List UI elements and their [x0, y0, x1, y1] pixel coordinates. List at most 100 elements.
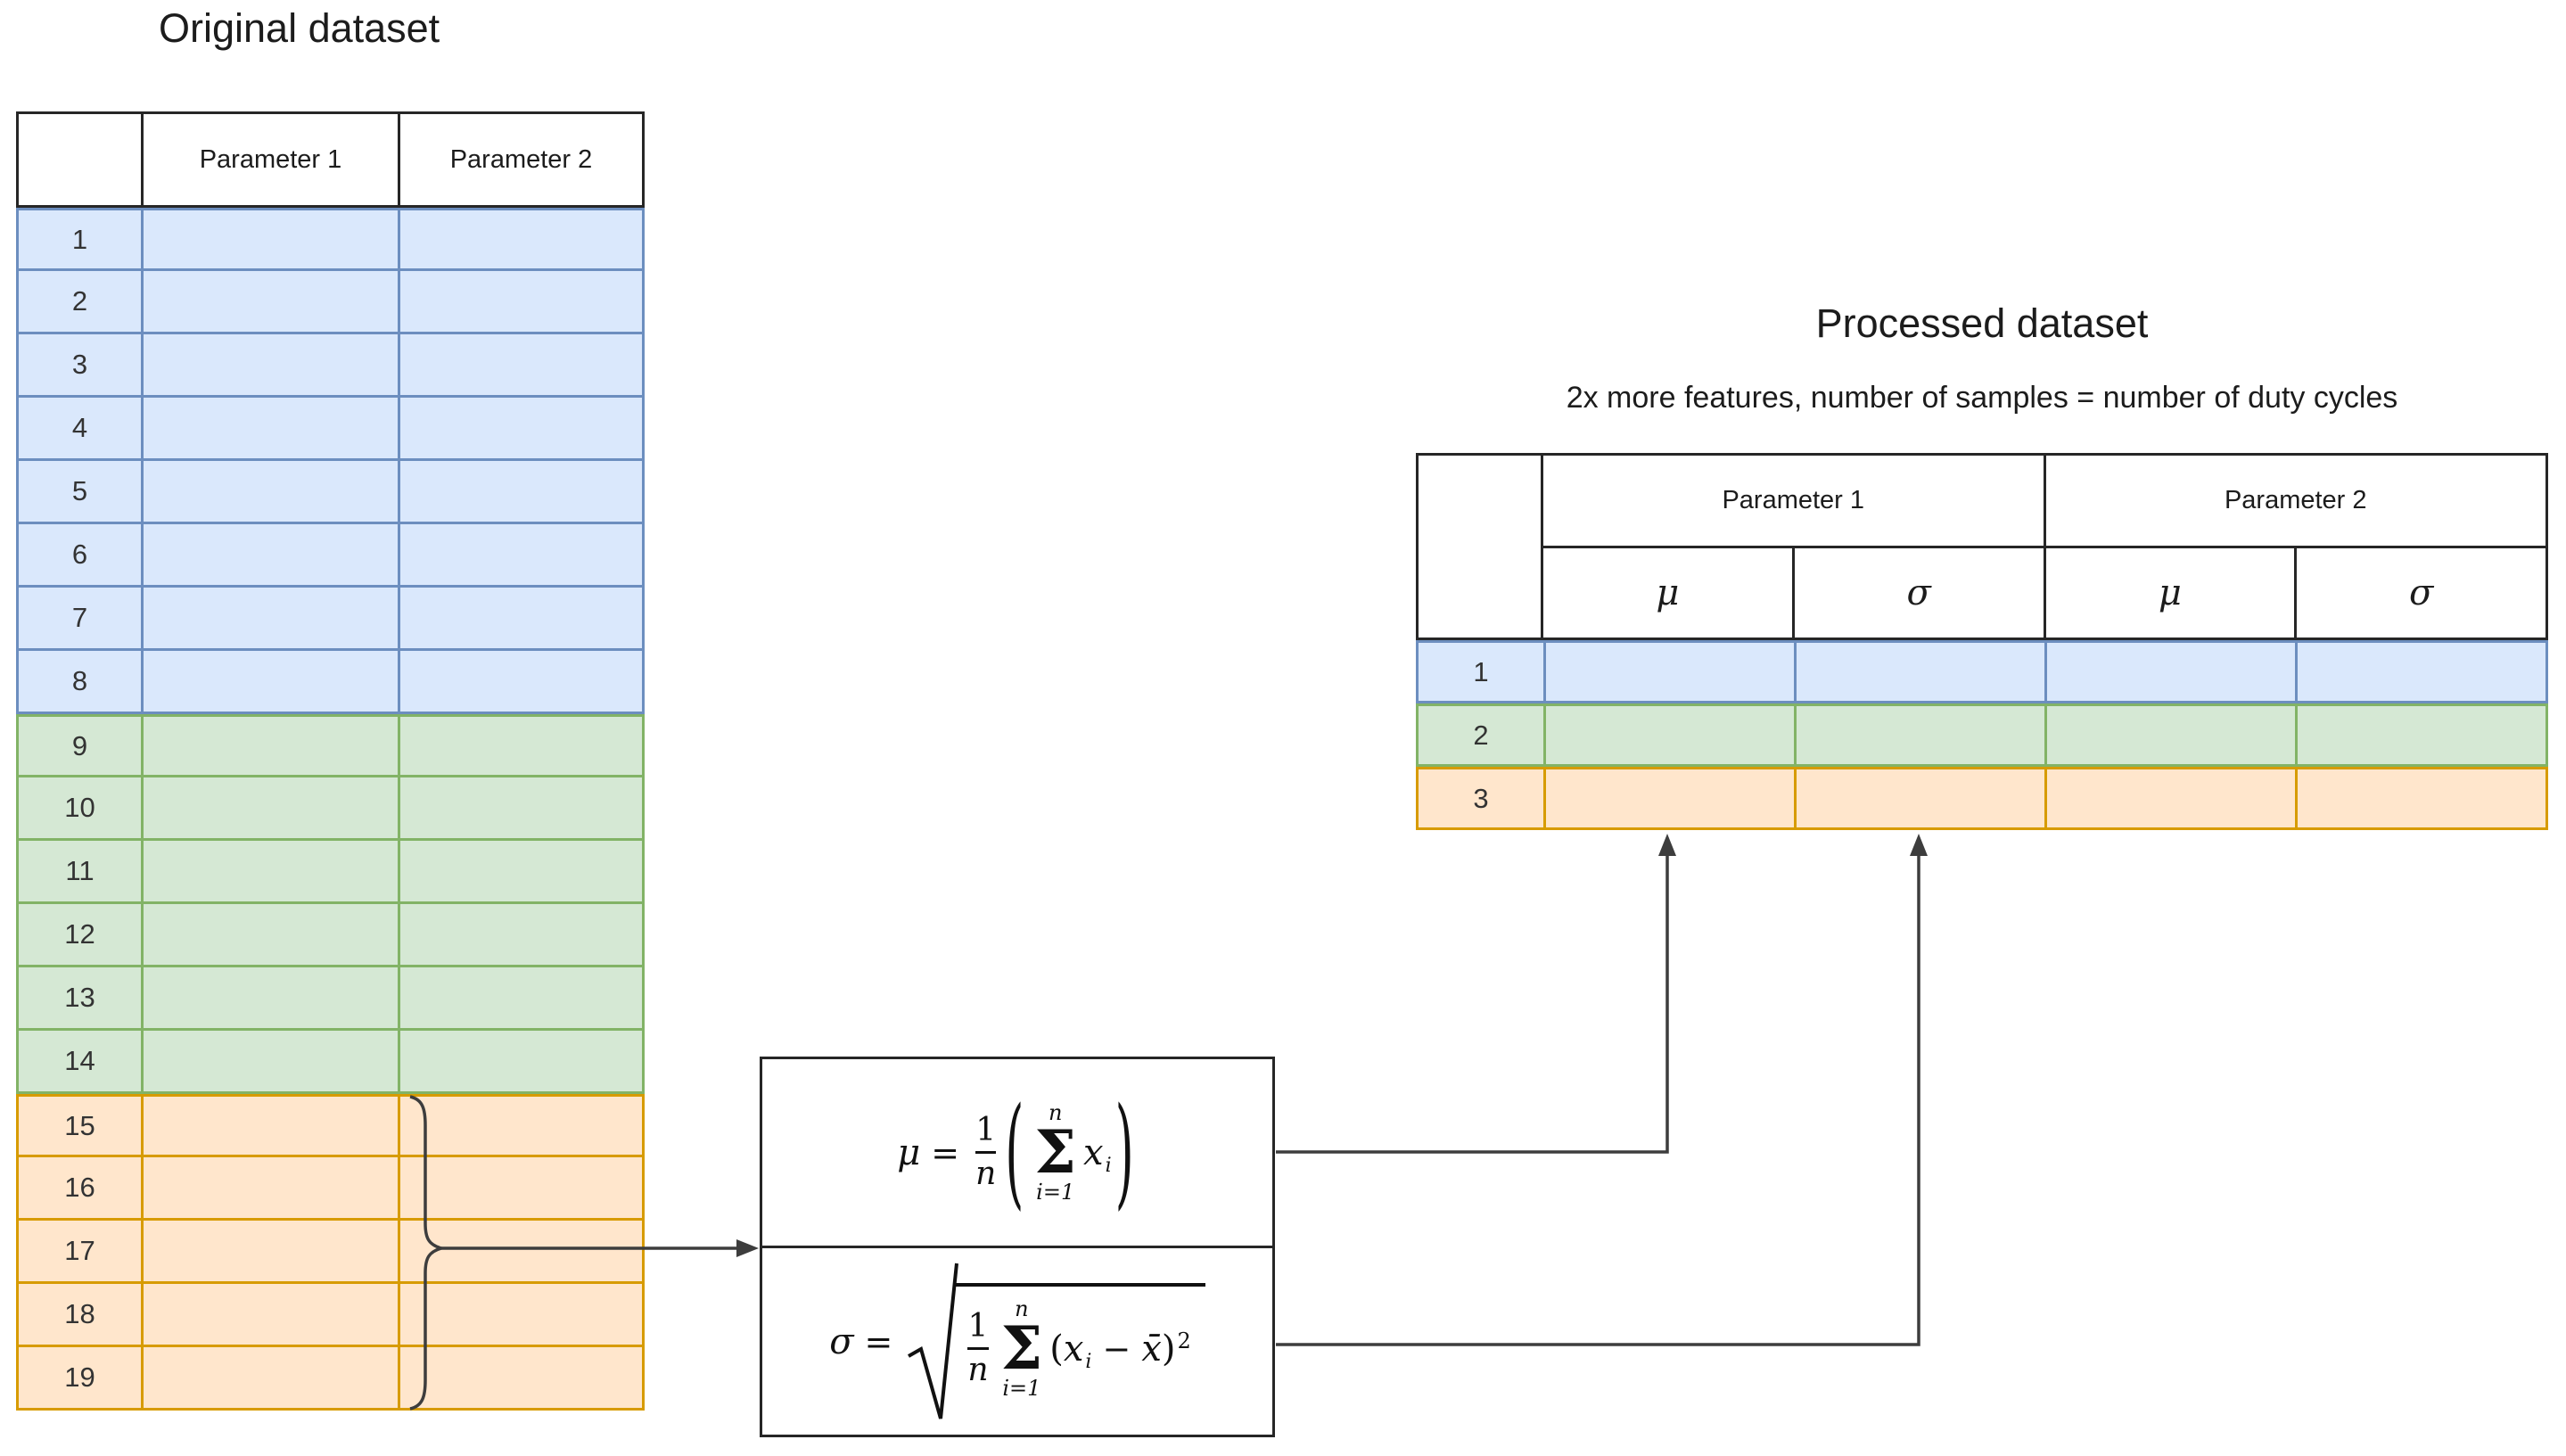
row-number: 16 — [64, 1172, 95, 1203]
table-row: 6 — [16, 524, 645, 588]
fraction-bar — [967, 1347, 989, 1350]
param1-cell — [141, 904, 398, 965]
param2-cell — [398, 777, 642, 838]
sigma-sum-symbol: Σ — [1034, 1117, 1077, 1188]
table-row: 13 — [16, 967, 645, 1031]
summation: n Σ i=1 — [1034, 1099, 1077, 1205]
processed-header-p1-mu: μ — [1656, 572, 1680, 613]
row-number: 9 — [71, 729, 88, 761]
param1-cell — [141, 210, 398, 268]
processed-table-header: Parameter 1 Parameter 2 μ σ μ σ — [1416, 453, 2548, 640]
param1-cell — [141, 588, 398, 648]
processed-table: Parameter 1 Parameter 2 μ σ μ σ 1 2 3 — [1416, 453, 2548, 830]
param2-cell — [398, 1347, 642, 1408]
p2-sigma-cell — [2295, 643, 2545, 701]
param2-cell — [398, 210, 642, 268]
row-number: 6 — [71, 539, 88, 570]
processed-header-parameter2: Parameter 2 — [2043, 456, 2546, 546]
row-number: 5 — [71, 475, 88, 506]
param1-cell — [141, 1097, 398, 1155]
param1-cell — [141, 717, 398, 775]
equals-sign: = — [864, 1321, 893, 1361]
open-paren: ( — [1005, 1081, 1024, 1222]
processed-header-p1-sigma: σ — [1791, 548, 2044, 638]
processed-header-p2-sigma: σ — [2294, 548, 2545, 638]
p1-mu-cell — [1543, 769, 1794, 827]
param2-cell — [398, 524, 642, 585]
row-number: 17 — [64, 1235, 95, 1266]
param1-cell — [141, 1284, 398, 1345]
param1-cell — [141, 461, 398, 522]
table-row: 15 — [16, 1094, 645, 1157]
table-row: 2 — [1416, 703, 2548, 767]
original-header-corner — [19, 114, 141, 205]
one-over-n-fraction: 1 n — [975, 1112, 997, 1192]
table-row: 5 — [16, 461, 645, 524]
row-number: 13 — [64, 982, 95, 1013]
p2-mu-cell — [2044, 643, 2295, 701]
sigma-sum-symbol: Σ — [1000, 1313, 1043, 1384]
original-table: Parameter 1 Parameter 2 1 2 3 4 5 6 7 8 … — [16, 111, 645, 1411]
param2-cell — [398, 1157, 642, 1218]
mu-connector — [1276, 849, 1669, 1154]
table-row: 16 — [16, 1157, 645, 1221]
table-row: 7 — [16, 588, 645, 651]
sigma-connector — [1276, 849, 1920, 1346]
row-number: 3 — [71, 349, 88, 380]
sigma-arrowhead — [1910, 834, 1928, 856]
param2-cell — [398, 1031, 642, 1091]
row-number: 2 — [1473, 719, 1489, 751]
param1-cell — [141, 1031, 398, 1091]
p1-mu-cell — [1543, 706, 1794, 764]
param2-cell — [398, 904, 642, 965]
row-number: 1 — [1473, 655, 1489, 687]
param1-cell — [141, 1347, 398, 1408]
table-row: 2 — [16, 271, 645, 334]
row-number: 8 — [71, 665, 88, 696]
param2-cell — [398, 271, 642, 332]
param1-cell — [141, 777, 398, 838]
mu-symbol: μ — [897, 1131, 921, 1173]
original-header-parameter2: Parameter 2 — [398, 114, 642, 205]
original-header-parameter1: Parameter 1 — [141, 114, 398, 205]
p1-sigma-cell — [1794, 643, 2044, 701]
row-number: 12 — [64, 918, 95, 950]
param2-cell — [398, 1221, 642, 1281]
processed-dataset-title: Processed dataset — [1815, 300, 2149, 346]
table-row: 17 — [16, 1221, 645, 1284]
table-row: 11 — [16, 841, 645, 904]
p2-mu-cell — [2044, 769, 2295, 827]
sigma-symbol: σ — [829, 1320, 854, 1362]
param1-cell — [141, 841, 398, 901]
param1-cell — [141, 1157, 398, 1218]
param2-cell — [398, 1097, 642, 1155]
radical-sign — [908, 1263, 959, 1419]
param2-cell — [398, 588, 642, 648]
param1-cell — [141, 524, 398, 585]
row-number: 4 — [71, 412, 88, 443]
param2-cell — [398, 717, 642, 775]
param2-cell — [398, 398, 642, 458]
row-number: 1 — [71, 223, 88, 255]
p2-sigma-cell — [2295, 706, 2545, 764]
one-over-n-fraction: 1 n — [967, 1308, 989, 1388]
row-number: 10 — [64, 792, 95, 823]
summation: n Σ i=1 — [1000, 1296, 1043, 1401]
param1-cell — [141, 651, 398, 712]
sigma-formula: σ = 1 n n Σ i — [829, 1262, 1205, 1422]
param2-cell — [398, 1284, 642, 1345]
table-row: 10 — [16, 777, 645, 841]
brace-to-formula-arrowhead — [736, 1239, 759, 1257]
processed-header-parameter1: Parameter 1 — [1722, 486, 1865, 514]
row-number: 7 — [71, 602, 88, 633]
table-row: 12 — [16, 904, 645, 967]
table-row: 19 — [16, 1347, 645, 1411]
table-row: 1 — [16, 208, 645, 271]
p1-mu-cell — [1543, 643, 1794, 701]
table-row: 14 — [16, 1031, 645, 1094]
close-paren: ) — [1114, 1081, 1134, 1222]
